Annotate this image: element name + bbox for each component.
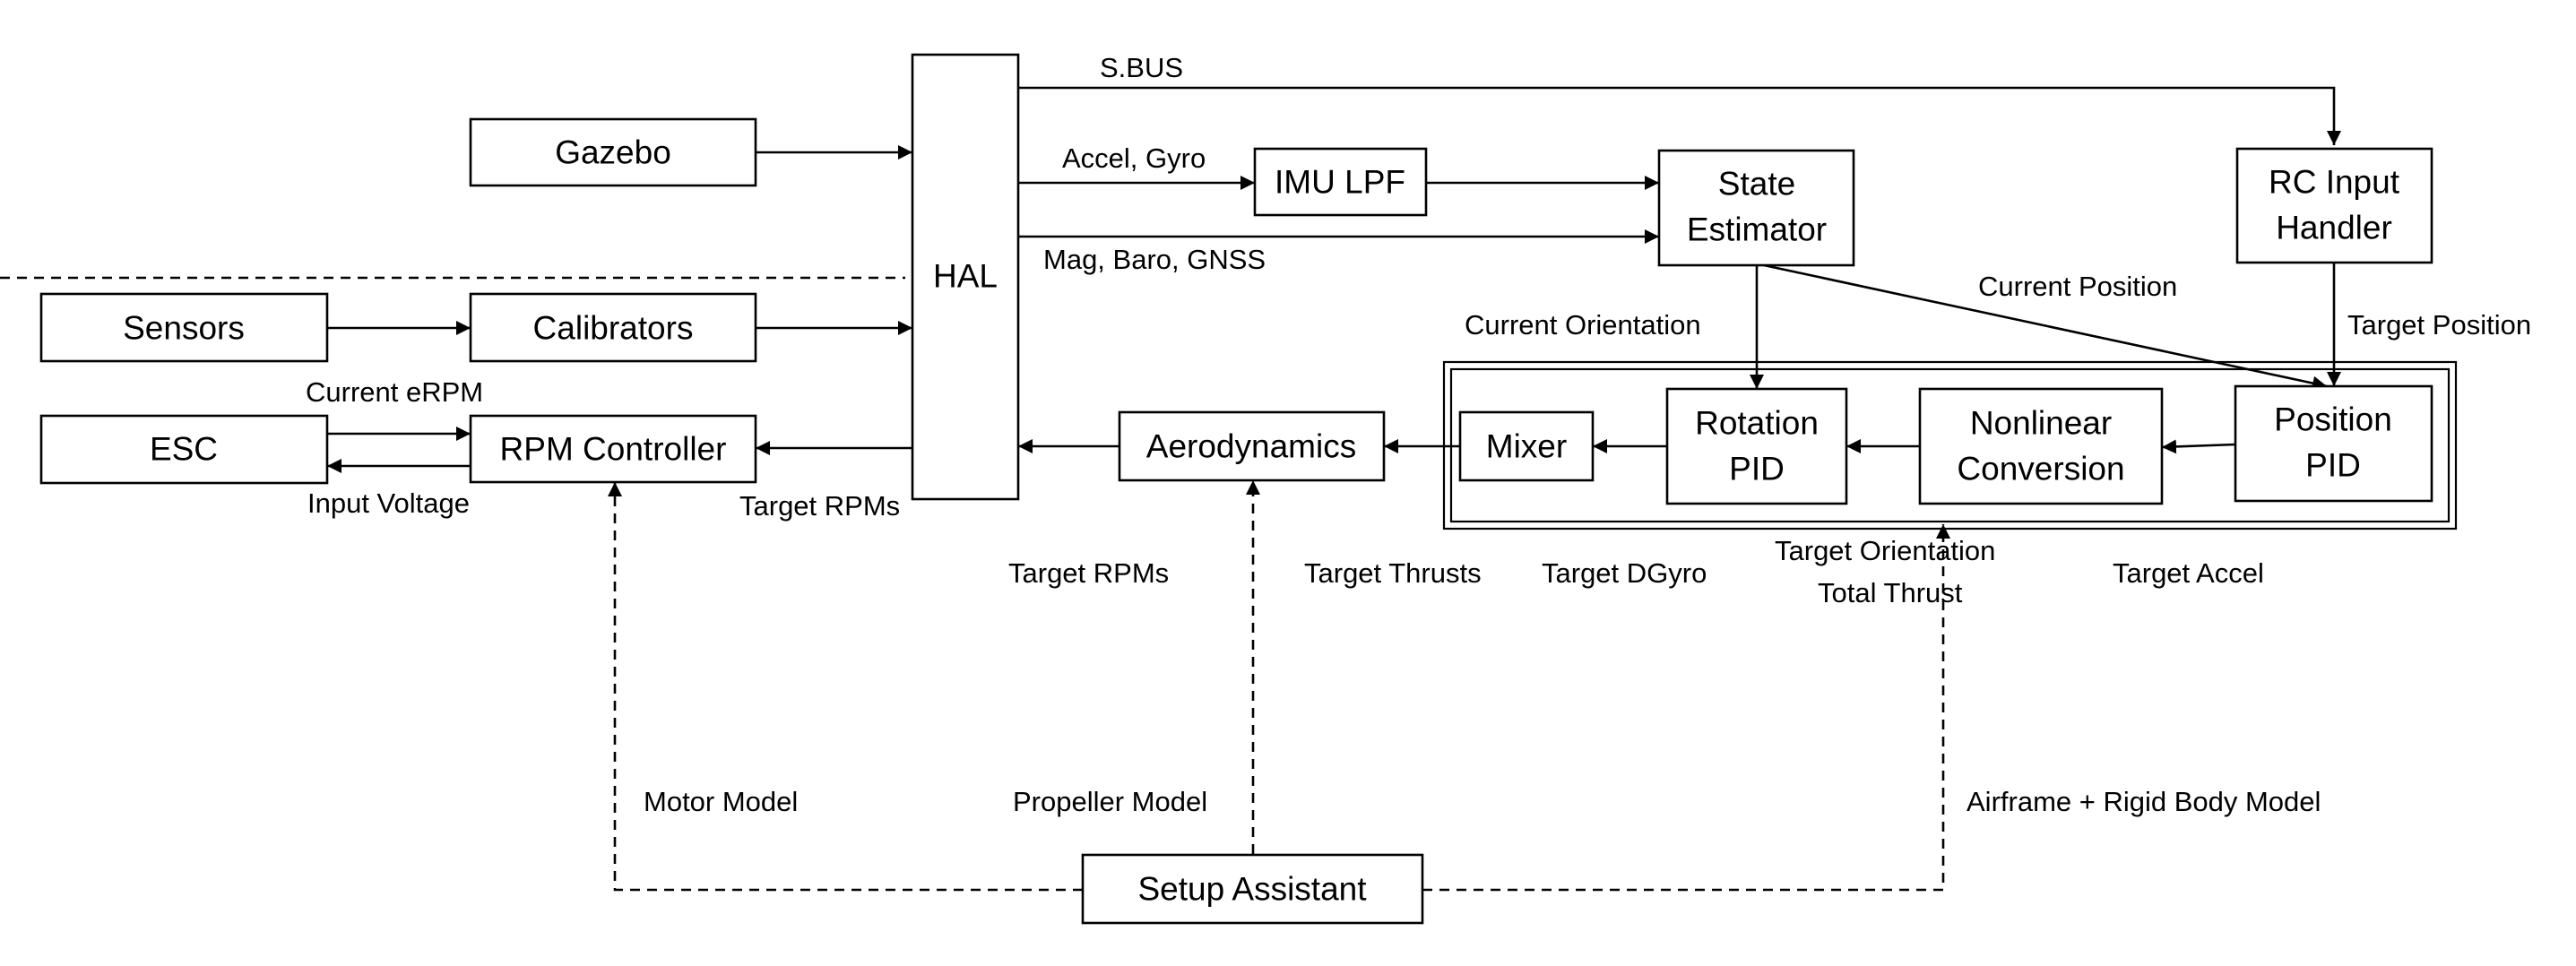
position-to-nonlinear-arrow xyxy=(2161,439,2236,454)
nonlinear-conversion-label-line1: Nonlinear xyxy=(1970,405,2112,442)
nonlinear-conversion-block: Nonlinear Conversion xyxy=(1918,387,2164,505)
sbus-arrow xyxy=(1018,86,2341,145)
state-estimator-block: State Estimator xyxy=(1657,149,1855,267)
calibrators-block: Calibrators xyxy=(469,292,757,363)
propeller-model-label: Propeller Model xyxy=(1013,786,1207,817)
hal-label: HAL xyxy=(933,258,998,295)
airframe-model-label: Airframe + Rigid Body Model xyxy=(1967,786,2321,817)
mixer-label: Mixer xyxy=(1486,428,1567,465)
target-position-label: Target Position xyxy=(2347,309,2531,341)
current-orientation-label: Current Orientation xyxy=(1465,309,1701,341)
rc-input-handler-block: RC Input Handler xyxy=(2235,147,2433,264)
motor-model-label: Motor Model xyxy=(644,786,798,817)
target-dgyro-label: Target DGyro xyxy=(1542,557,1707,589)
esc-block: ESC xyxy=(39,414,329,485)
target-accel-label: Target Accel xyxy=(2113,557,2264,589)
rotation-pid-label-line1: Rotation xyxy=(1695,405,1819,442)
aerodynamics-label: Aerodynamics xyxy=(1146,428,1356,465)
calibrators-label: Calibrators xyxy=(533,310,694,347)
rpm-controller-label: RPM Controller xyxy=(500,431,727,468)
input-voltage-label: Input Voltage xyxy=(307,487,470,519)
target-thrusts-label: Target Thrusts xyxy=(1304,557,1482,589)
gazebo-label: Gazebo xyxy=(555,134,671,171)
target-rpms-hal-label: Target RPMs xyxy=(739,490,900,522)
position-pid-label-line2: PID xyxy=(2305,447,2361,484)
target-orientation-label: Target Orientation xyxy=(1775,535,1995,566)
sensors-block: Sensors xyxy=(39,292,329,363)
hal-block: HAL xyxy=(911,53,1020,501)
aerodynamics-block: Aerodynamics xyxy=(1118,410,1386,482)
current-position-arrow xyxy=(1763,263,2328,391)
state-estimator-label-line2: Estimator xyxy=(1687,211,1827,248)
setup-assistant-label: Setup Assistant xyxy=(1137,871,1367,908)
position-pid-block: Position PID xyxy=(2234,384,2433,503)
imu-lpf-label: IMU LPF xyxy=(1275,164,1405,201)
target-rpms-label: Target RPMs xyxy=(1008,557,1169,589)
accel-gyro-label: Accel, Gyro xyxy=(1062,142,1206,174)
motor-model-dashed-arrow xyxy=(608,482,1083,892)
total-thrust-label: Total Thrust xyxy=(1818,577,1963,608)
position-pid-label-line1: Position xyxy=(2274,401,2392,438)
rc-input-handler-label-line2: Handler xyxy=(2276,210,2392,246)
state-estimator-label-line1: State xyxy=(1718,166,1795,203)
sbus-label: S.BUS xyxy=(1100,52,1183,83)
rotation-pid-label-line2: PID xyxy=(1729,451,1785,487)
current-erpm-label: Current eRPM xyxy=(306,376,483,408)
mag-baro-gnss-label: Mag, Baro, GNSS xyxy=(1043,244,1266,275)
gazebo-block: Gazebo xyxy=(469,117,757,187)
rotation-pid-block: Rotation PID xyxy=(1665,387,1848,505)
airframe-model-dashed-arrow xyxy=(1422,524,1950,892)
current-position-label: Current Position xyxy=(1978,271,2177,302)
mixer-block: Mixer xyxy=(1458,410,1595,482)
sensors-label: Sensors xyxy=(123,310,245,347)
setup-assistant-block: Setup Assistant xyxy=(1081,853,1424,925)
rc-input-handler-label-line1: RC Input xyxy=(2269,164,2400,201)
imu-lpf-block: IMU LPF xyxy=(1253,147,1428,217)
nonlinear-conversion-label-line2: Conversion xyxy=(1957,451,2124,487)
rpm-controller-block: RPM Controller xyxy=(469,414,757,484)
esc-label: ESC xyxy=(150,431,218,468)
